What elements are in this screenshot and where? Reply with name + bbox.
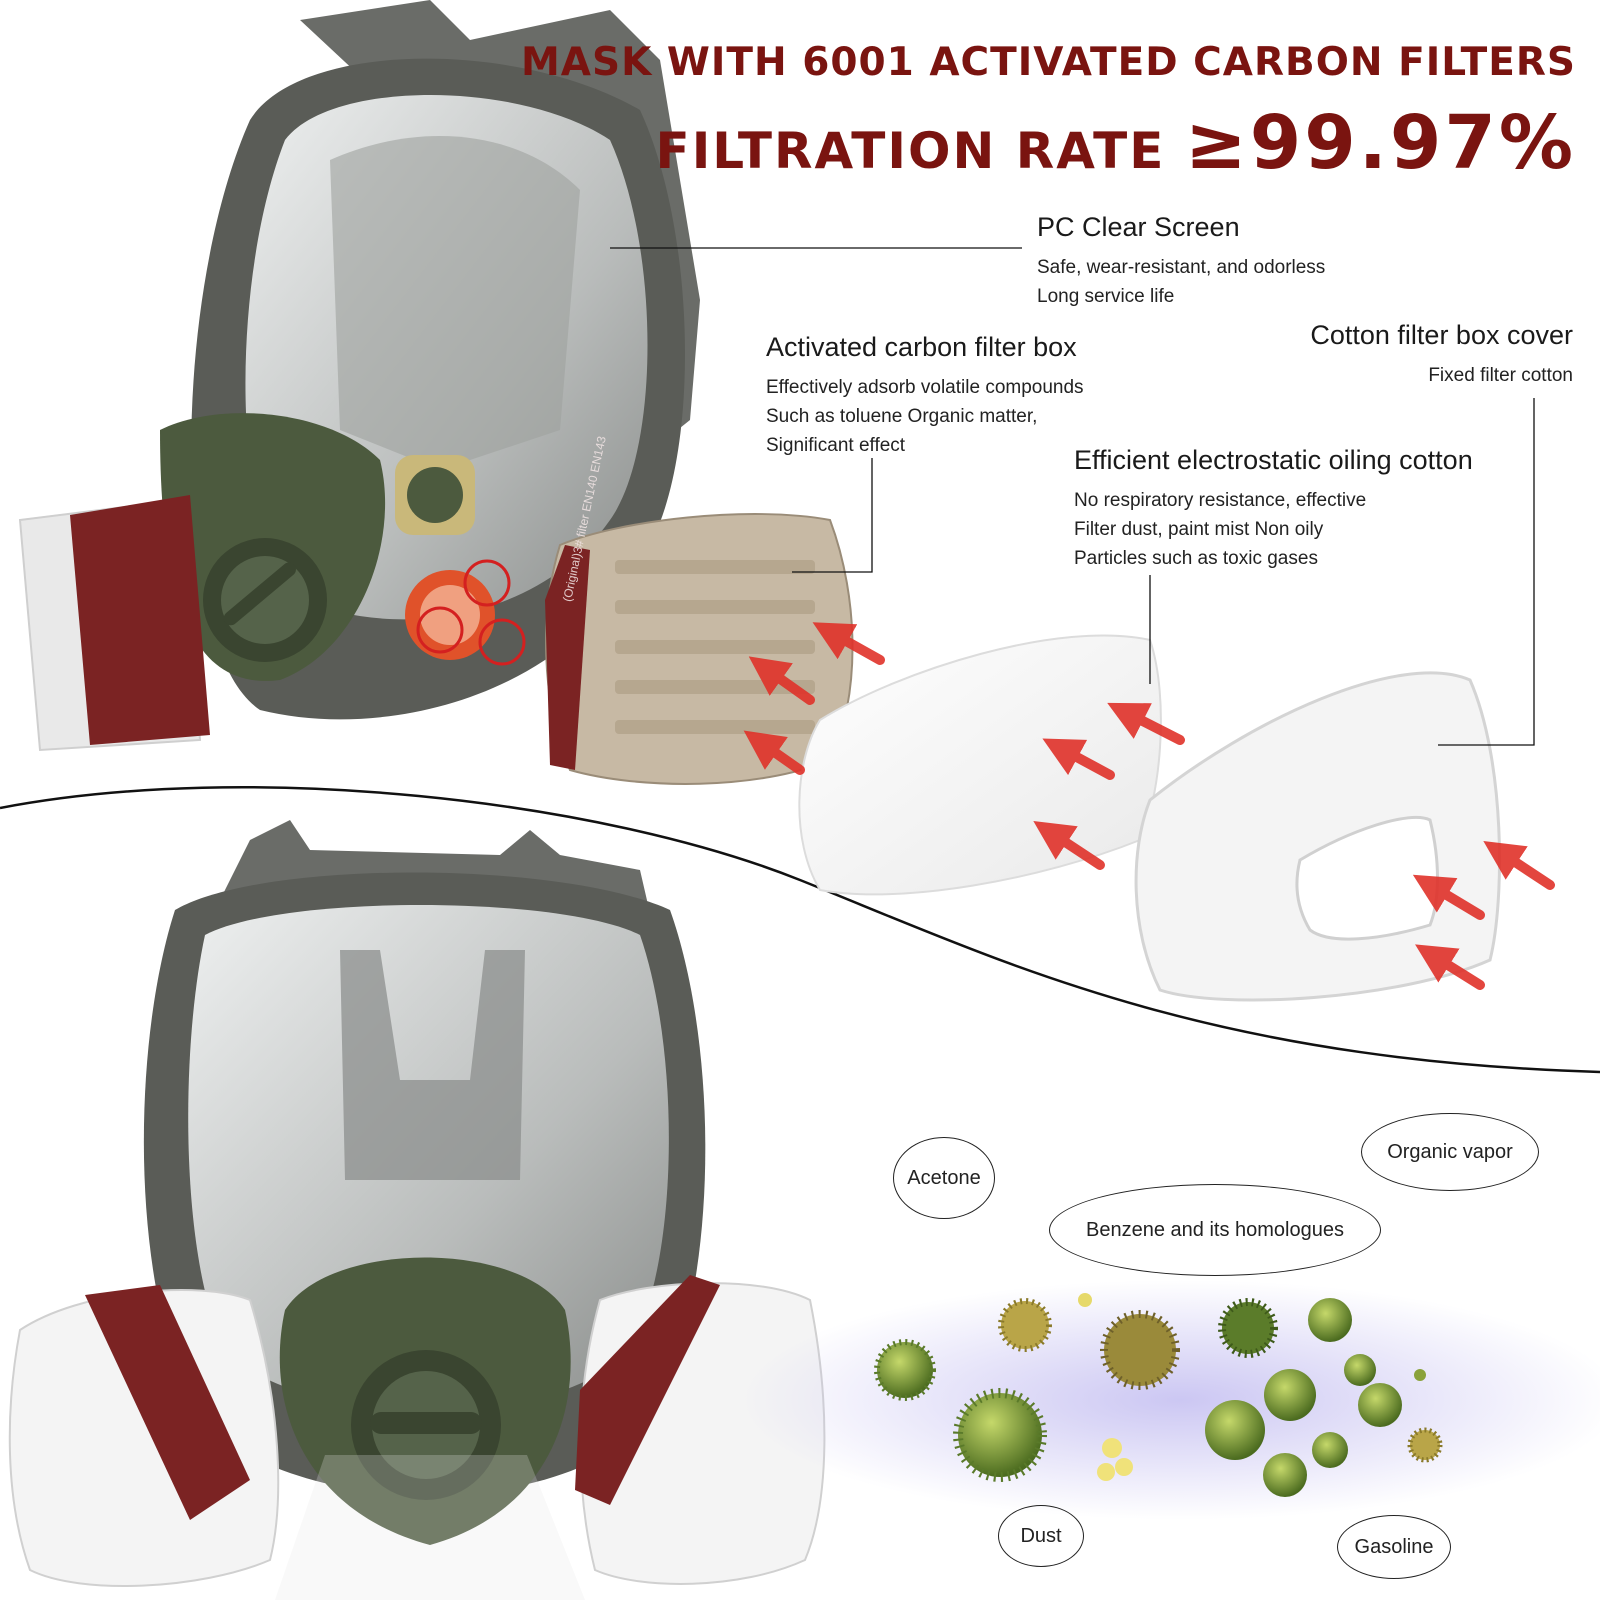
callout-line: Filter dust, paint mist Non oily — [1074, 519, 1324, 540]
callout-title: PC Clear Screen — [1037, 212, 1240, 242]
cotton-filter-box-cover — [1134, 671, 1502, 1002]
headline-filtration-rate: FILTRATION RATE ≥99.97% — [656, 100, 1576, 186]
bubble-gasoline: Gasoline — [1337, 1515, 1451, 1579]
filtration-rate-label: FILTRATION RATE — [655, 122, 1166, 180]
top-mask-illustration — [18, 0, 854, 785]
callout-line: No respiratory resistance, effective — [1074, 490, 1367, 511]
callout-line: Fixed filter cotton — [1428, 365, 1573, 386]
bubble-organic-vapor: Organic vapor — [1361, 1113, 1539, 1191]
callout-cotton-filter-box-cover: Cotton filter box cover Fixed filter cot… — [1310, 320, 1573, 390]
filtration-rate-value: ≥99.97% — [1184, 100, 1576, 186]
bubble-acetone: Acetone — [893, 1137, 995, 1219]
callout-title: Cotton filter box cover — [1310, 320, 1573, 350]
callout-line: Long service life — [1037, 286, 1175, 307]
callout-electrostatic-cotton: Efficient electrostatic oiling cotton No… — [1074, 445, 1473, 573]
callout-line: Significant effect — [766, 435, 906, 456]
bubble-benzene: Benzene and its homologues — [1049, 1184, 1381, 1276]
divider-curve — [0, 786, 1600, 1074]
airflow-arrows — [743, 622, 1555, 990]
callout-line: Effectively adsorb volatile compounds — [766, 377, 1084, 398]
callout-line: Such as toluene Organic matter, — [766, 406, 1038, 427]
bubble-dust: Dust — [998, 1505, 1084, 1567]
leader-lines — [610, 247, 1535, 746]
callout-activated-carbon-filter-box: Activated carbon filter box Effectively … — [766, 332, 1084, 460]
callout-line: Safe, wear-resistant, and odorless — [1037, 257, 1326, 278]
headline-product: MASK WITH 6001 ACTIVATED CARBON FILTERS — [521, 40, 1576, 85]
particle-cluster — [874, 1293, 1443, 1497]
electrostatic-cotton-pad — [798, 634, 1162, 896]
airflow-haze — [740, 1280, 1600, 1520]
callout-title: Activated carbon filter box — [766, 332, 1077, 362]
callout-title: Efficient electrostatic oiling cotton — [1074, 445, 1473, 475]
callout-line: Particles such as toxic gases — [1074, 548, 1318, 569]
callout-pc-clear-screen: PC Clear Screen Safe, wear-resistant, an… — [1037, 212, 1325, 311]
bottom-mask-illustration — [8, 820, 826, 1600]
